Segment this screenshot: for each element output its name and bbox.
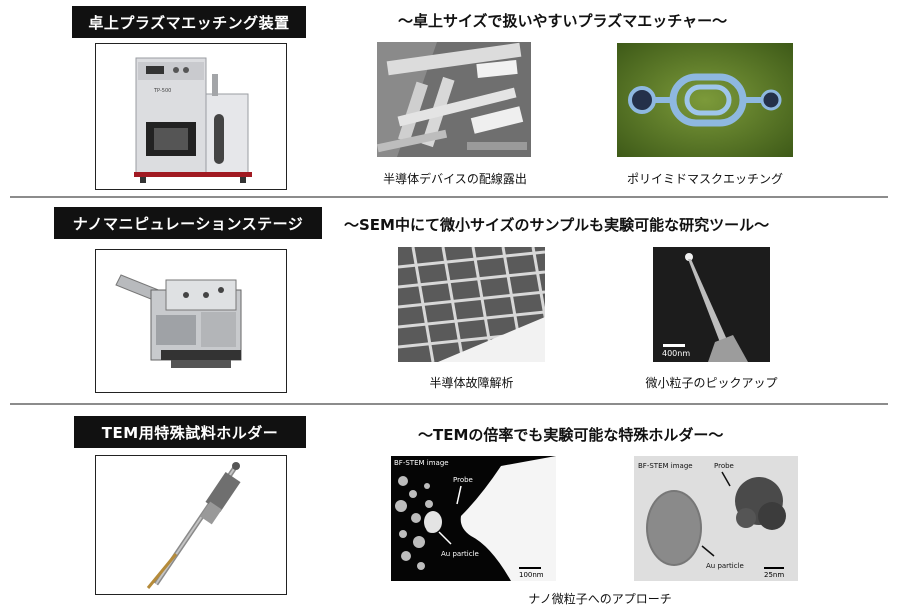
section2-tagline: ～SEM中にて微小サイズのサンプルも実験可能な研究ツール～ — [344, 216, 770, 234]
section1-tagline: ～卓上サイズで扱いやすいプラズマエッチャー～ — [398, 12, 728, 30]
stem-left-particle-label: Au particle — [441, 550, 479, 558]
section1-caption-2: ポリイミドマスクエッチング — [626, 172, 783, 186]
stem-right-header: BF-STEM image — [638, 462, 693, 470]
section2-caption-2: 微小粒子のピックアップ — [645, 376, 778, 390]
tem-holder-photo — [95, 455, 287, 595]
device-model-label: TP-500 — [153, 88, 171, 94]
failure-analysis-sem — [398, 247, 545, 362]
stem-right-probe-label: Probe — [714, 462, 734, 470]
section1-title: 卓上プラズマエッチング装置 — [72, 6, 306, 38]
manipulation-stage-photo — [95, 249, 287, 393]
stem-right-scale: 25nm — [764, 571, 784, 579]
section2-title: ナノマニピュレーションステージ — [54, 207, 322, 239]
stem-image-right: BF-STEM image Probe Au particle 25nm — [634, 456, 798, 581]
stem-image-left: BF-STEM image Probe Au particle 100nm — [391, 456, 556, 581]
plasma-etcher-photo: TP-500 — [95, 43, 287, 190]
section2-caption-1: 半導体故障解析 — [429, 376, 514, 390]
section3-title: TEM用特殊試料ホルダー — [74, 416, 306, 448]
stem-left-scale: 100nm — [519, 571, 544, 579]
section1-caption-1: 半導体デバイスの配線露出 — [383, 172, 527, 186]
stem-left-probe-label: Probe — [453, 476, 473, 484]
stem-right-particle-label: Au particle — [706, 562, 744, 570]
sem-wiring-image — [377, 42, 531, 157]
section3-caption: ナノ微粒子へのアプローチ — [528, 592, 672, 606]
polyimide-mask-image — [617, 43, 793, 157]
stem-left-header: BF-STEM image — [394, 459, 449, 467]
section3-tagline: ～TEMの倍率でも実験可能な特殊ホルダー～ — [418, 426, 724, 444]
scale-bar-label: 400nm — [662, 349, 690, 358]
section-divider-2 — [10, 403, 888, 405]
particle-pickup-sem: 400nm — [653, 247, 770, 362]
section-divider-1 — [10, 196, 888, 198]
